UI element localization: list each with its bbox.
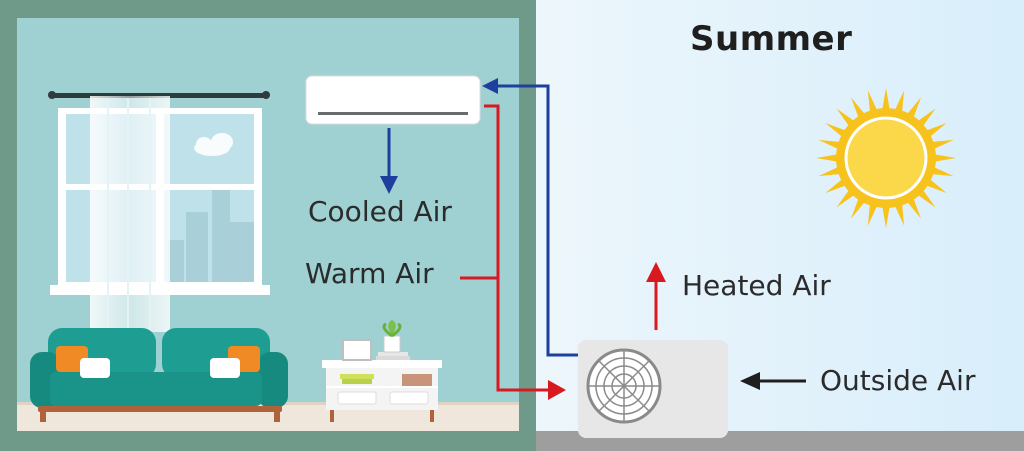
- plant-pot: [383, 335, 401, 353]
- plant-leaf: [388, 320, 396, 336]
- indoor-unit-body: [305, 75, 481, 125]
- sun-ray: [933, 154, 956, 162]
- sun-ray: [882, 88, 890, 111]
- outdoor-ac-unit: [578, 340, 728, 438]
- sun-ray: [818, 166, 841, 177]
- sun-ray: [825, 178, 847, 193]
- sun-ray: [931, 139, 954, 150]
- sun-ray: [906, 197, 921, 219]
- fan-icon: [588, 350, 660, 422]
- curtain: [90, 96, 170, 332]
- sun-ray: [818, 139, 841, 150]
- indoor-unit-vent: [318, 112, 468, 115]
- side-table: [322, 320, 442, 422]
- sofa-leg-right: [274, 410, 280, 422]
- sun-ray: [894, 90, 905, 113]
- warm-line: [484, 104, 552, 392]
- window: [48, 91, 270, 332]
- warm-air-label: Warm Air: [305, 257, 434, 290]
- sun-ray: [836, 189, 855, 208]
- sun-ray: [894, 203, 905, 226]
- cooled-air-arrow-icon: [380, 176, 398, 194]
- outside-air-label: Outside Air: [820, 364, 976, 397]
- sofa: [30, 328, 288, 422]
- book-stack-2: [376, 356, 410, 360]
- table-shelf: [326, 386, 438, 388]
- heated-air-label: Heated Air: [682, 269, 831, 302]
- sofa-base: [38, 406, 282, 412]
- sun-ray: [882, 205, 890, 228]
- storage-box: [402, 374, 432, 386]
- drawer-left: [337, 391, 377, 405]
- sun-ray: [836, 108, 855, 127]
- cool-line-arrow-icon: [482, 78, 498, 94]
- sun-ray: [925, 178, 947, 193]
- sofa-leg-left: [40, 410, 46, 422]
- cool-line: [490, 84, 578, 357]
- sun-ray: [851, 97, 866, 119]
- outside-air-arrow-icon: [740, 372, 760, 390]
- rod-end-right: [262, 91, 270, 99]
- sun-ray: [867, 90, 878, 113]
- cooled-air-label: Cooled Air: [308, 195, 452, 228]
- sofa-arm-right: [258, 352, 288, 408]
- sofa-seat: [50, 372, 262, 406]
- sun-ray: [917, 189, 936, 208]
- plant-leaf-2: [382, 322, 393, 338]
- heated-air-arrow-icon: [646, 262, 666, 282]
- sun-ray: [917, 108, 936, 127]
- sun-ray: [816, 154, 839, 162]
- sun-ray: [851, 197, 866, 219]
- table-leg-left: [330, 410, 334, 422]
- sun-ray: [825, 123, 847, 138]
- sun-ray: [867, 203, 878, 226]
- season-title: Summer: [690, 19, 853, 59]
- rod-end-left: [48, 91, 56, 99]
- table-top: [322, 360, 442, 368]
- table-leg-right: [430, 410, 434, 422]
- warm-line-arrow-icon: [548, 380, 566, 400]
- pillow-white-left: [80, 358, 110, 378]
- book-1: [340, 374, 374, 379]
- sun-ray: [931, 166, 954, 177]
- cloud-icon: [194, 133, 233, 156]
- picture-frame: [342, 339, 372, 361]
- pillow-white-right: [210, 358, 240, 378]
- city-buildings: [168, 190, 254, 282]
- sun-ray: [906, 97, 921, 119]
- book-2: [342, 379, 372, 384]
- sun-icon: [816, 88, 956, 228]
- indoor-ac-unit: [305, 75, 481, 125]
- drawer-right: [389, 391, 429, 405]
- book-stack-1: [378, 352, 408, 356]
- curtain-folds: [107, 98, 151, 330]
- plant-leaf-3: [391, 322, 402, 338]
- sun-ray: [925, 123, 947, 138]
